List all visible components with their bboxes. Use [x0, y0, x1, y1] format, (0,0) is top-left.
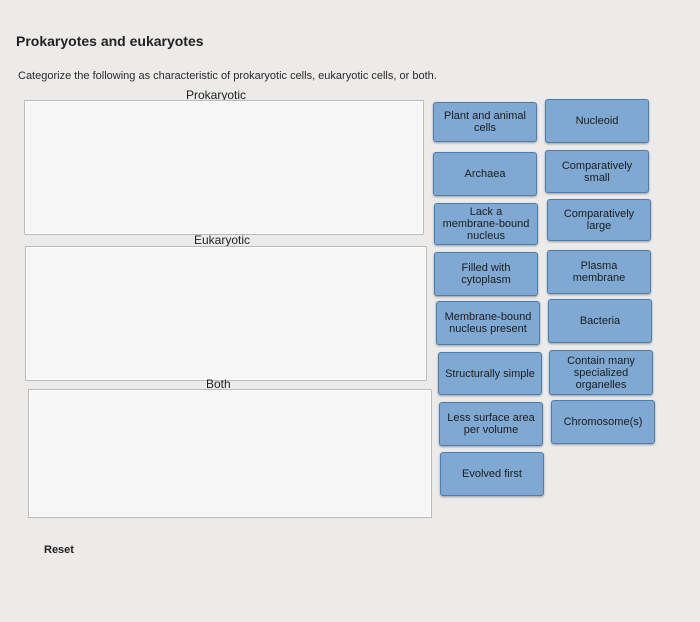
card-less-surface-area-per-volume[interactable]: Less surface area per volume — [439, 402, 543, 446]
card-plant-and-animal-cells[interactable]: Plant and animal cells — [433, 102, 537, 142]
card-contain-many-specialized-organelles[interactable]: Contain many specialized organelles — [549, 350, 653, 395]
both-drop-zone[interactable] — [28, 389, 432, 518]
prokaryotic-drop-zone[interactable] — [24, 100, 424, 235]
both-zone-label: Both — [206, 377, 231, 391]
card-comparatively-small[interactable]: Comparatively small — [545, 150, 649, 193]
card-lack-membrane-bound-nucleus[interactable]: Lack a membrane-bound nucleus — [434, 203, 538, 245]
prokaryotic-zone-label: Prokaryotic — [186, 88, 247, 102]
card-bacteria[interactable]: Bacteria — [548, 299, 652, 343]
card-nucleoid[interactable]: Nucleoid — [545, 99, 649, 143]
card-filled-with-cytoplasm[interactable]: Filled with cytoplasm — [434, 252, 538, 296]
card-chromosomes[interactable]: Chromosome(s) — [551, 400, 655, 444]
card-membrane-bound-nucleus-present[interactable]: Membrane-bound nucleus present — [436, 301, 540, 345]
reset-button[interactable]: Reset — [44, 544, 74, 556]
instructions-text: Categorize the following as characterist… — [18, 70, 437, 82]
card-comparatively-large[interactable]: Comparatively large — [547, 199, 651, 241]
card-structurally-simple[interactable]: Structurally simple — [438, 352, 542, 395]
card-plasma-membrane[interactable]: Plasma membrane — [547, 250, 651, 294]
eukaryotic-zone-label: Eukaryotic — [194, 233, 251, 247]
page-title: Prokaryotes and eukaryotes — [16, 33, 204, 49]
card-evolved-first[interactable]: Evolved first — [440, 452, 544, 496]
eukaryotic-drop-zone[interactable] — [25, 246, 427, 381]
card-archaea[interactable]: Archaea — [433, 152, 537, 196]
